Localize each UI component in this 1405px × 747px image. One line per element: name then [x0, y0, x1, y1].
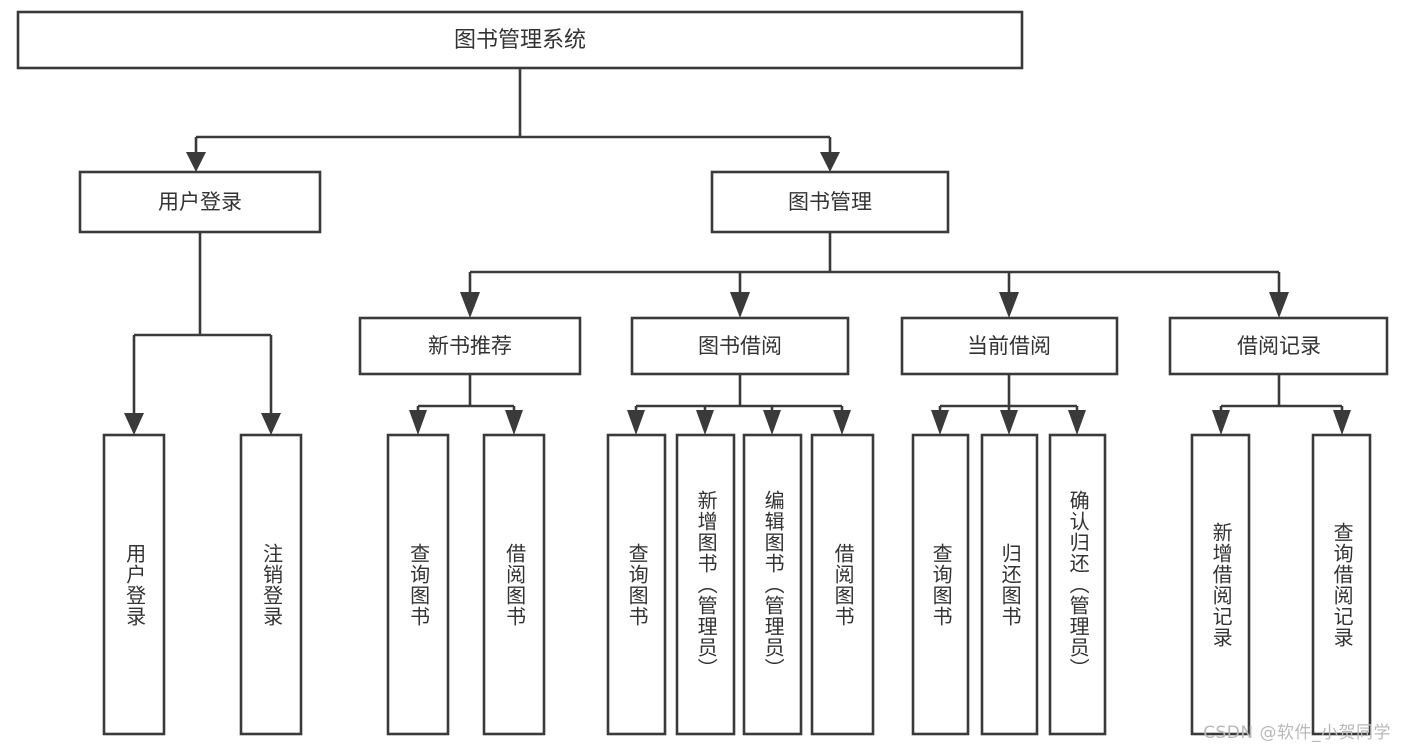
arrow-user-leaf1-icon	[124, 413, 144, 435]
node-new-book-rec-box[interactable]	[358, 316, 582, 376]
arrow-record-leaf1-icon	[1212, 410, 1230, 435]
arrow-book-to-borrow-icon	[730, 292, 750, 318]
arrow-borrow-leaf4-icon	[833, 410, 851, 435]
arrow-current-leaf1-icon	[931, 410, 949, 435]
leaf-user-login-box[interactable]	[102, 433, 166, 736]
arrow-borrow-leaf2-icon	[696, 410, 714, 435]
leaf-edit-book-admin-box[interactable]	[742, 433, 803, 736]
node-root-box[interactable]	[16, 10, 1024, 70]
leaf-user-logout-box[interactable]	[239, 433, 303, 736]
leaf-add-book-admin-box[interactable]	[675, 433, 736, 736]
arrow-borrow-leaf3-icon	[763, 410, 781, 435]
arrow-user-leaf2-icon	[261, 413, 281, 435]
arrow-newbook-leaf2-icon	[505, 410, 523, 435]
connector-layer	[124, 68, 1351, 435]
arrow-newbook-leaf1-icon	[409, 410, 427, 435]
leaf-borrow-book-rec-box[interactable]	[482, 433, 546, 736]
node-user-login-label: 用户登录	[158, 190, 242, 214]
node-layer: 图书管理系统 用户登录 图书管理 新书推荐 图书借阅 当前借阅 借阅记录	[16, 10, 1389, 736]
arrow-borrow-leaf1-icon	[627, 410, 645, 435]
csdn-watermark: CSDN @软件_小贺同学	[1203, 723, 1391, 743]
leaf-query-book-brw-box[interactable]	[606, 433, 667, 736]
leaf-query-book-cur-box[interactable]	[911, 433, 970, 736]
arrow-book-to-newbook-icon	[460, 292, 480, 318]
leaf-query-record-box[interactable]	[1311, 433, 1372, 736]
arrow-book-to-record-icon	[1269, 292, 1289, 318]
node-user-login-box[interactable]	[78, 170, 322, 234]
node-root-label: 图书管理系统	[454, 28, 586, 53]
arrow-current-leaf2-icon	[1000, 410, 1018, 435]
node-current-borrow-box[interactable]	[900, 316, 1119, 376]
node-book-manage-label: 图书管理	[788, 190, 872, 214]
node-borrow-record-label: 借阅记录	[1237, 334, 1321, 358]
node-book-manage-box[interactable]	[710, 170, 950, 234]
leaf-borrow-book-brw-box[interactable]	[810, 433, 875, 736]
node-book-borrow-label: 图书借阅	[698, 334, 782, 358]
arrow-record-leaf2-icon	[1333, 410, 1351, 435]
arrow-current-leaf3-icon	[1068, 410, 1086, 435]
arrow-root-to-user-icon	[186, 152, 206, 172]
leaf-add-record-box[interactable]	[1190, 433, 1251, 736]
node-borrow-record-box[interactable]	[1168, 316, 1389, 376]
leaf-query-book-rec-box[interactable]	[386, 433, 450, 736]
arrow-root-to-book-icon	[820, 152, 840, 172]
leaf-return-book-box[interactable]	[980, 433, 1039, 736]
arrow-book-to-current-icon	[999, 292, 1019, 318]
node-new-book-rec-label: 新书推荐	[428, 334, 512, 358]
leaf-confirm-return-box[interactable]	[1048, 433, 1107, 736]
node-book-borrow-box[interactable]	[630, 316, 850, 376]
node-current-borrow-label: 当前借阅	[967, 334, 1051, 358]
